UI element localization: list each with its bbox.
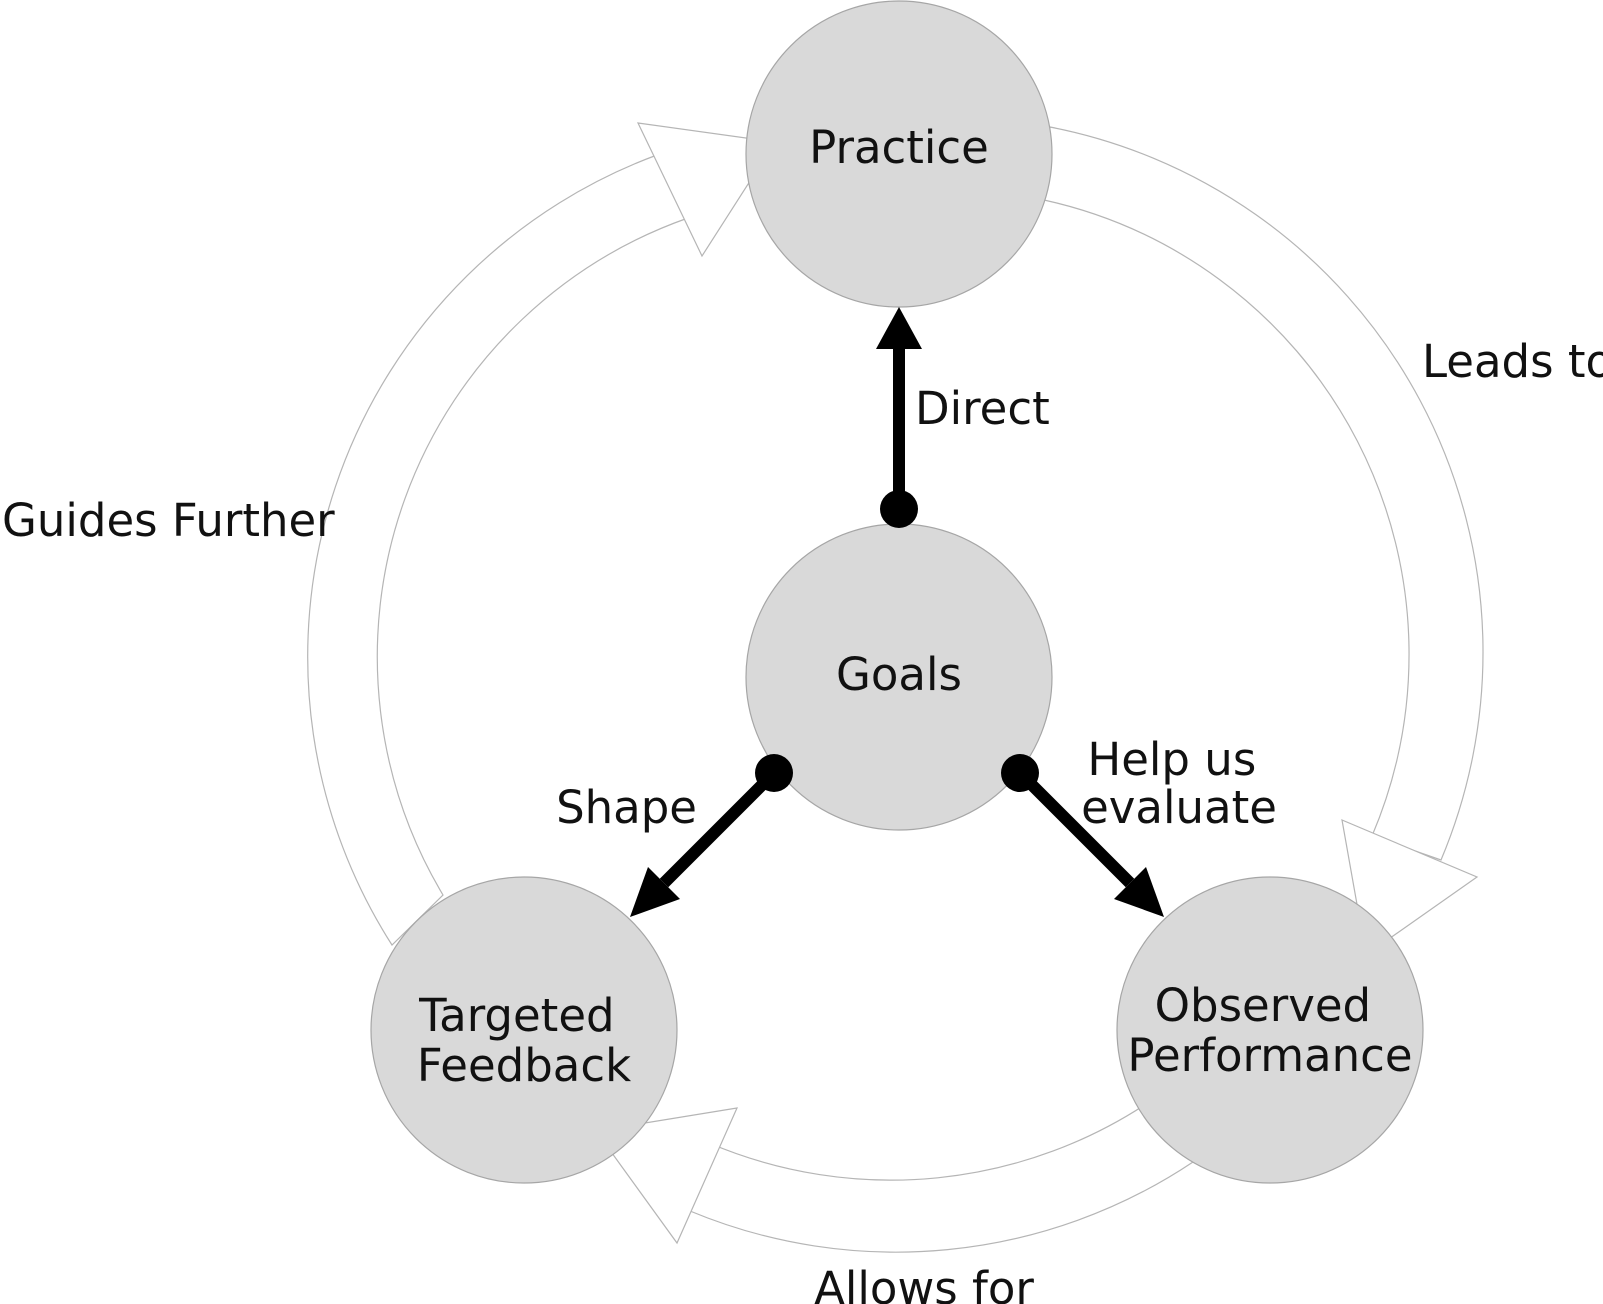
label-help-us-evaluate: Help us evaluate [1081,733,1277,834]
cycle-arrow-allows-for [594,1097,1194,1253]
node-targeted-feedback-line-1: Targeted [418,989,614,1042]
label-help-us-evaluate-line-2: evaluate [1081,781,1277,834]
label-allows-for: Allows for [814,1262,1034,1304]
node-targeted-feedback: Targeted Feedback [370,876,678,1184]
node-observed-performance: Observed Performance [1116,876,1424,1184]
node-practice: Practice [745,0,1053,308]
node-goals-label: Goals [836,648,962,701]
link-direct [876,307,922,528]
link-shape [630,754,793,917]
label-leads-to: Leads to [1422,335,1603,388]
node-observed-performance-line-1: Observed [1155,979,1372,1032]
link-help-us-evaluate [1001,754,1164,917]
cycle-arrow-guides-further [307,122,777,946]
node-observed-performance-line-2: Performance [1127,1029,1412,1082]
node-observed-performance-label: Observed Performance [1127,979,1412,1082]
node-practice-label: Practice [809,121,989,174]
label-direct: Direct [915,382,1050,435]
node-targeted-feedback-label: Targeted Feedback [417,989,631,1092]
label-help-us-evaluate-line-1: Help us [1087,733,1256,786]
node-targeted-feedback-line-2: Feedback [417,1039,631,1092]
label-guides-further: Guides Further [2,494,335,547]
label-shape: Shape [556,781,697,834]
